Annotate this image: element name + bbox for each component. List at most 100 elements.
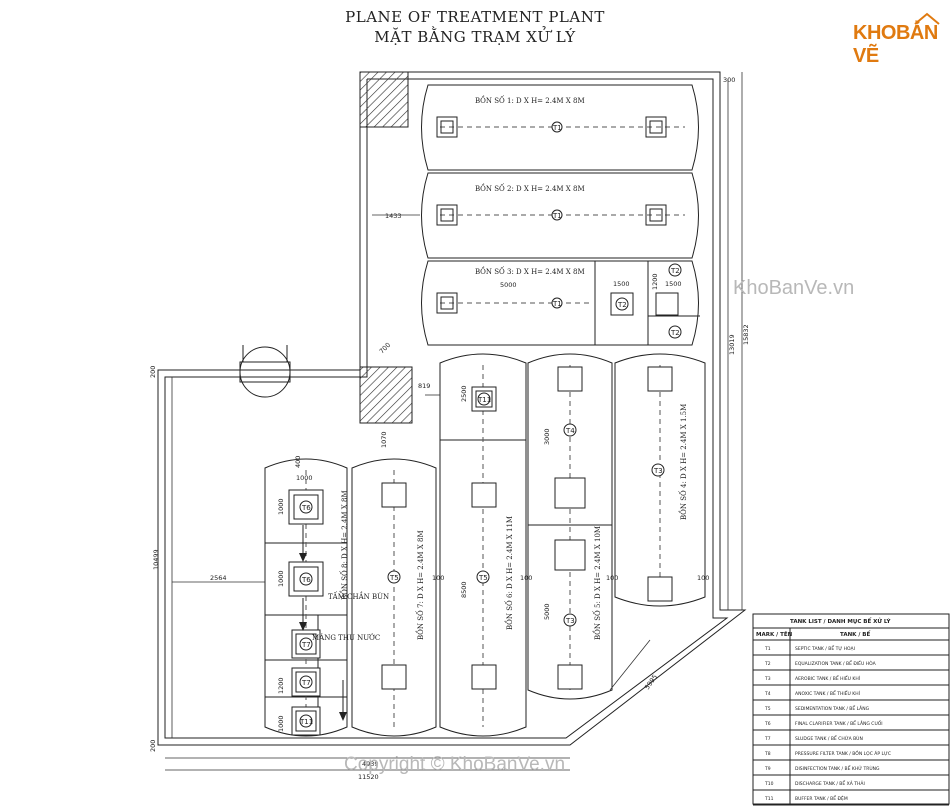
dimension-lines xyxy=(165,72,743,771)
dim-100b: 100 xyxy=(606,574,618,582)
dim-1433: 1433 xyxy=(385,212,402,220)
dim-2500: 2500 xyxy=(460,385,468,402)
table-cell-mark: T11 xyxy=(764,796,774,802)
dim-8500: 8500 xyxy=(460,581,468,598)
table-cell-mark: T1 xyxy=(764,646,771,652)
drawing-title-en: PLANE OF TREATMENT PLANT xyxy=(345,8,605,26)
code-t5-a: T5 xyxy=(478,574,488,582)
dim-1200: 1200 xyxy=(651,273,659,290)
tank-label-4: BỒN SỐ 4: D X H= 2.4M X 1.5M xyxy=(678,404,688,520)
dim-200b: 200 xyxy=(149,740,157,752)
table-cell-mark: T7 xyxy=(764,736,771,742)
dim-2564: 2564 xyxy=(210,574,227,582)
manholes-top xyxy=(436,116,679,316)
tank-label-5: BỒN SỐ 5: D X H= 2.4M X 10M xyxy=(592,526,602,640)
dim-200a: 200 xyxy=(149,366,157,378)
tank-list-table xyxy=(752,613,950,806)
table-cell-mark: T9 xyxy=(764,766,771,772)
code-t3-b: T3 xyxy=(565,617,575,625)
table-cell-mark: T5 xyxy=(764,706,771,712)
code-t1-c: T1 xyxy=(552,300,562,308)
code-t7-a: T7 xyxy=(301,641,311,649)
table-cell-mark: T4 xyxy=(764,691,771,697)
table-col-tank: TANK / BỂ xyxy=(840,630,870,638)
table-cell-mark: T8 xyxy=(764,751,771,757)
tank-label-6: BỒN SỐ 6: D X H= 2.4M X 11M xyxy=(504,516,514,630)
drawing-title-vi: MẶT BẰNG TRẠM XỬ LÝ xyxy=(374,28,576,46)
code-t1-a: T1 xyxy=(552,124,562,132)
dim-1500a: 1500 xyxy=(613,280,630,288)
tank-label-1: BỒN SỐ 1: D X H= 2.4M X 8M xyxy=(475,95,585,105)
code-t4-a: T4 xyxy=(565,427,575,435)
table-cell-tank: SEDIMENTATION TANK / BỂ LẮNG xyxy=(795,704,870,712)
table-cell-tank: PRESSURE FILTER TANK / BỒN LỌC ÁP LỰC xyxy=(795,748,891,757)
code-t3-a: T3 xyxy=(653,467,663,475)
table-cell-mark: T6 xyxy=(764,721,771,727)
table-cell-tank: SEPTIC TANK / BỂ TỰ HOẠI xyxy=(795,644,855,652)
code-t2-b: T2 xyxy=(670,267,680,275)
tank-label-7: BỒN SỐ 7: D X H= 2.4M X 8M xyxy=(415,530,425,640)
code-t2-c: T2 xyxy=(670,329,680,337)
logo-banve: BẢN VẼ xyxy=(853,22,938,67)
code-t6-b: T6 xyxy=(301,576,311,584)
corner-column-top xyxy=(359,71,409,128)
logo-roof-icon xyxy=(914,12,940,25)
code-t2-a: T2 xyxy=(617,301,627,309)
dim-10499: 10499 xyxy=(152,549,160,570)
tank-label-8: BỒN SỐ 8: D X H= 2.4M X 8M xyxy=(339,490,349,600)
watermark-copyright: Copyright © KhoBanVe.vn xyxy=(344,754,566,775)
dim-1500b: 1500 xyxy=(665,280,682,288)
dim-100a: 100 xyxy=(520,574,532,582)
code-t11: T11 xyxy=(477,396,491,404)
dim-400: 400 xyxy=(294,456,302,468)
table-cell-tank: DISCHARGE TANK / BỂ XẢ THẢI xyxy=(795,779,865,787)
table-cell-tank: FINAL CLARIFIER TANK / BỂ LẮNG CUỐI xyxy=(795,719,883,727)
tank-label-3: BỒN SỐ 3: D X H= 2.4M X 8M xyxy=(475,266,585,276)
code-t5-b: T5 xyxy=(389,574,399,582)
watermark-site: KhoBanVe.vn xyxy=(733,277,855,299)
entrance-gate xyxy=(239,345,291,398)
table-cell-tank: BUFFER TANK / BỂ ĐỆM xyxy=(795,794,848,802)
tank-label-2: BỒN SỐ 2: D X H= 2.4M X 8M xyxy=(475,183,585,193)
table-cell-mark: T3 xyxy=(764,676,771,682)
code-t6-a: T6 xyxy=(301,504,311,512)
label-mang-thu-nuoc: MÁNG THU NƯỚC xyxy=(312,633,380,642)
dim-4939: 4939 xyxy=(362,760,379,768)
dim-1000b: 1000 xyxy=(277,498,285,515)
table-col-mark: MARK / TÊN xyxy=(756,630,793,638)
dim-819: 819 xyxy=(418,382,430,390)
table-cell-tank: AEROBIC TANK / BỂ HIẾU KHÍ xyxy=(795,674,861,682)
logo-kho: KHO xyxy=(853,22,896,44)
dim-3000: 3000 xyxy=(543,428,551,445)
dim-1000a: 1000 xyxy=(296,474,313,482)
dim-1000d: 1000 xyxy=(277,715,285,732)
table-cell-tank: DISINFECTION TANK / BỂ KHỬ TRÙNG xyxy=(795,764,880,772)
label-tam-chan-bun: TẤM CHẮN BÙN xyxy=(328,591,389,601)
dim-300-top: 300 xyxy=(723,76,735,84)
code-t7-b: T7 xyxy=(301,679,311,687)
brand-logo: KHOBẢN VẼ xyxy=(853,22,950,68)
dim-5000: 5000 xyxy=(500,281,517,289)
vertical-tanks xyxy=(264,353,706,737)
dim-15832: 15832 xyxy=(742,324,750,345)
dim-13019: 13019 xyxy=(728,334,736,355)
dim-1000c: 1000 xyxy=(277,570,285,587)
corner-column-mid xyxy=(359,366,413,424)
table-title: TANK LIST / DANH MỤC BỂ XỬ LÝ xyxy=(790,617,892,625)
code-t11-b: T11 xyxy=(299,718,313,726)
dim-11520: 11520 xyxy=(358,773,379,781)
dim-1070: 1070 xyxy=(380,431,388,448)
tank-centerlines xyxy=(440,126,685,304)
dim-5000b: 5000 xyxy=(543,603,551,620)
dim-5995: 5995 xyxy=(643,673,659,691)
table-cell-mark: T10 xyxy=(764,781,774,787)
boundary-wall xyxy=(157,71,747,746)
dim-100c: 100 xyxy=(697,574,709,582)
table-cell-tank: SLUDGE TANK / BỂ CHỨA BÙN xyxy=(795,734,863,742)
table-cell-tank: EQUALIZATION TANK / BỂ ĐIỀU HÒA xyxy=(795,659,877,667)
table-cell-mark: T2 xyxy=(764,661,771,667)
table-cell-tank: ANOXIC TANK / BỂ THIẾU KHÍ xyxy=(795,689,861,697)
dim-1200b: 1200 xyxy=(277,677,285,694)
dim-700: 700 xyxy=(378,341,392,355)
